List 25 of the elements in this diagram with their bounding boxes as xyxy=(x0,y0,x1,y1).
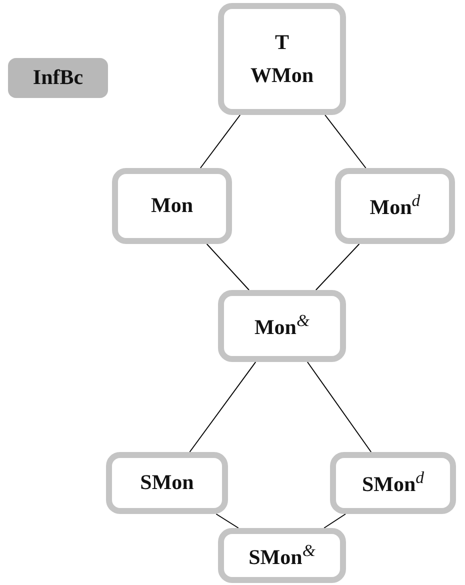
connector-line xyxy=(306,362,372,452)
node-label: WMon xyxy=(250,64,314,88)
rounded-box xyxy=(218,528,346,583)
connector-line xyxy=(189,362,256,452)
connector-line xyxy=(324,514,346,528)
connector-line xyxy=(206,244,250,290)
node-label: Mon xyxy=(151,194,193,218)
node-label: Mon$^{d}$ xyxy=(370,192,420,220)
node-label: SMon$^{&}$ xyxy=(248,542,316,570)
rounded-box xyxy=(112,168,232,244)
node-label: SMon xyxy=(140,471,194,495)
connector-line xyxy=(315,244,360,290)
node-label: Mon$^{&}$ xyxy=(254,312,310,340)
rounded-box xyxy=(335,168,455,244)
rounded-box xyxy=(106,452,228,514)
node-label: InfBc xyxy=(32,66,84,90)
connector-line xyxy=(216,514,239,528)
rounded-box xyxy=(218,290,346,362)
node-label: T xyxy=(274,30,289,54)
label-tag xyxy=(8,58,108,98)
rounded-box xyxy=(218,3,346,115)
connector-line xyxy=(324,114,366,168)
rounded-box xyxy=(330,452,456,514)
connector-line xyxy=(200,114,241,168)
node-label: SMon$^{d}$ xyxy=(362,469,424,497)
